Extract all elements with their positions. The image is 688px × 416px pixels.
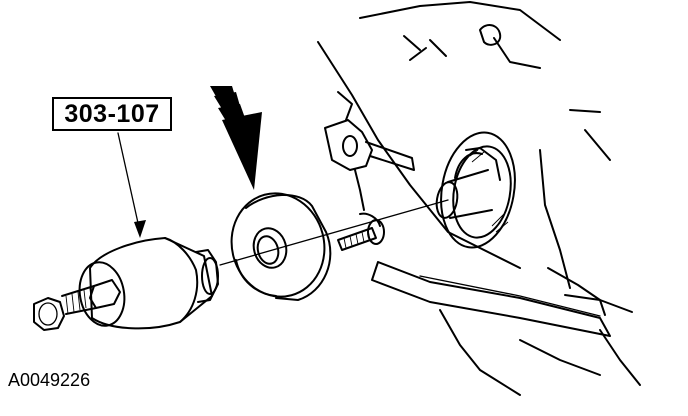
installer-tool	[33, 237, 219, 331]
label-leader	[117, 132, 146, 238]
timing-cover-flange	[371, 261, 611, 337]
tool-number-text: 303-107	[64, 99, 160, 128]
down-arrow-icon	[210, 86, 262, 190]
stud-bolt	[337, 212, 385, 251]
engine-block	[317, 1, 641, 396]
tool-number-label: 303-107	[52, 97, 172, 131]
crankshaft-housing	[435, 131, 516, 249]
figure-id: A0049226	[8, 370, 91, 390]
center-line	[219, 199, 449, 266]
bracket	[324, 119, 415, 211]
front-seal	[230, 192, 332, 301]
